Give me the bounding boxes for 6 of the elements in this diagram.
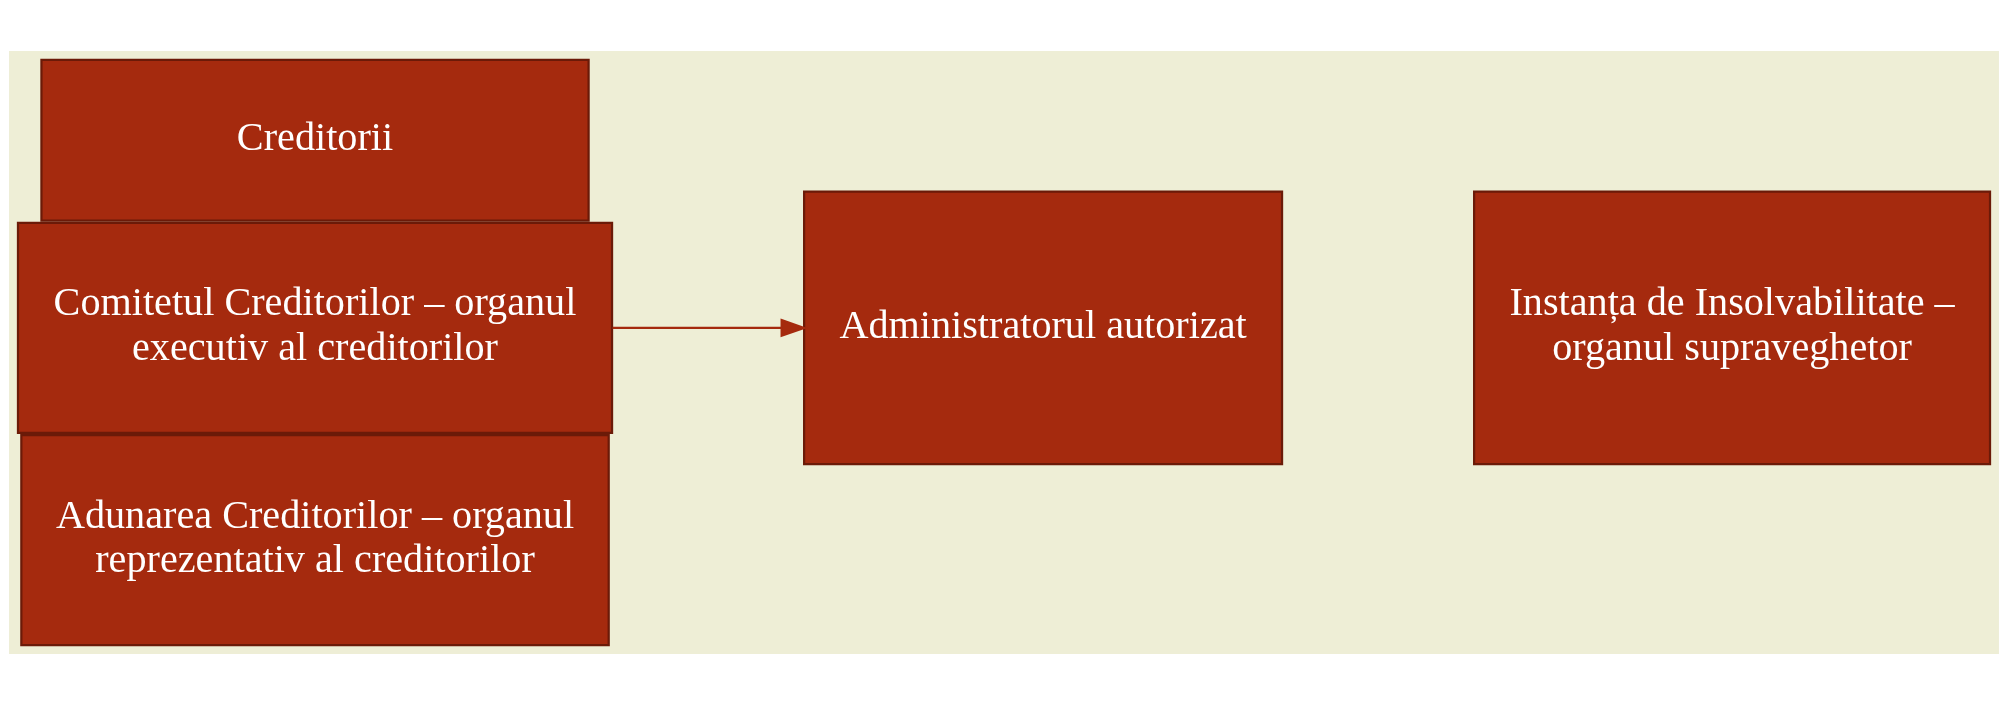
node-box: Creditorii: [40, 58, 590, 222]
node-box: Adunarea Creditorilor – organul reprezentativ al creditorilor: [20, 434, 610, 647]
node-box: Instanța de Insolvabilitate – organul supraveghetor: [1473, 190, 1992, 466]
node-box: Comitetul Creditorilor – organul executiv al creditorilor: [16, 221, 614, 434]
arrow: [612, 318, 808, 338]
node-box: Administratorul autorizat: [803, 190, 1284, 466]
